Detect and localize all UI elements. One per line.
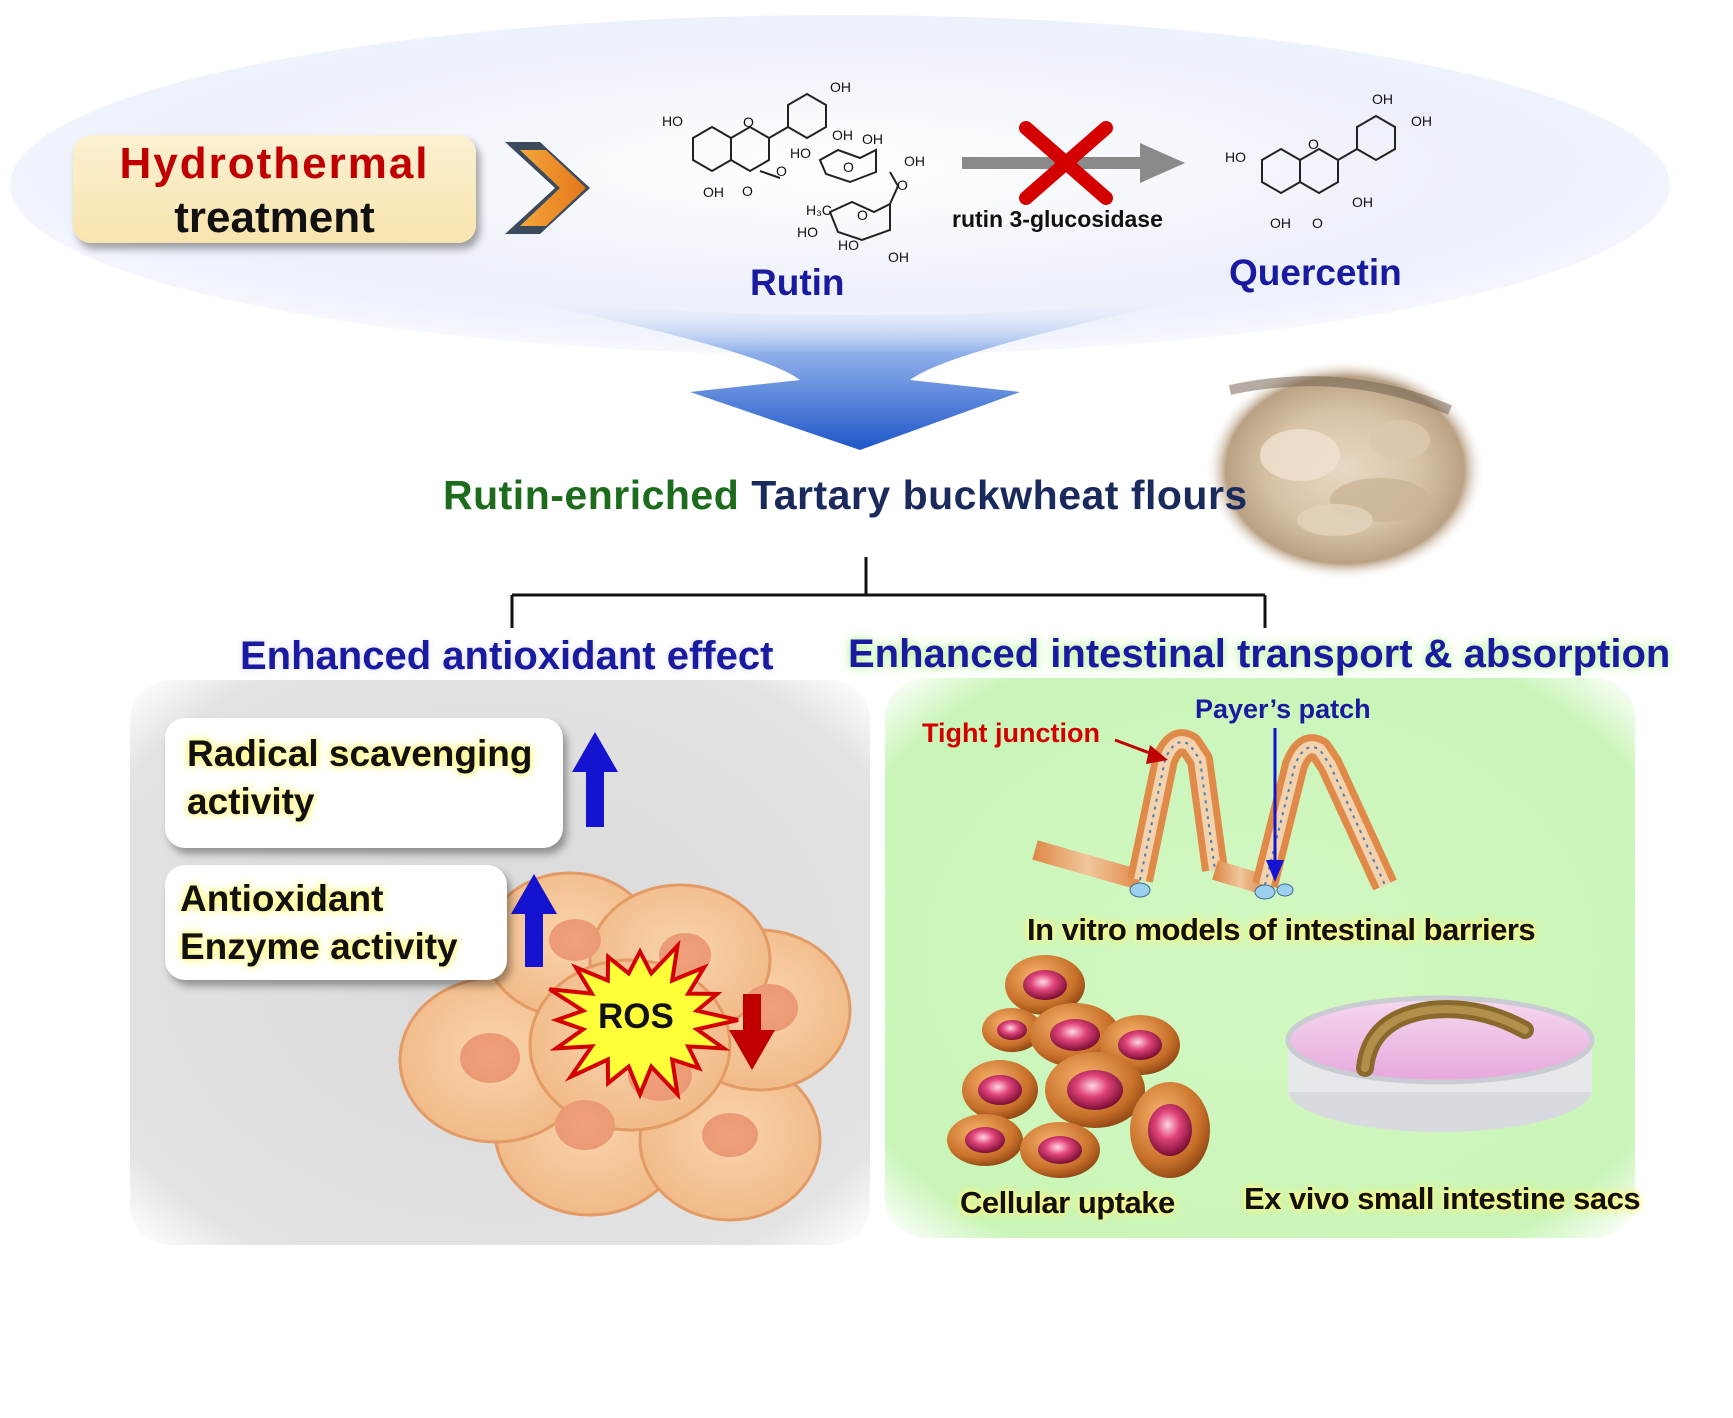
ros-burst-icon: [548, 939, 739, 1101]
rutin-label: Rutin: [750, 262, 845, 303]
up-arrow-icon: [572, 732, 618, 827]
svg-text:OH: OH: [832, 127, 853, 143]
rutin-atoms: HO OH O O OH OH HO OH OH O O O H₃C HO HO…: [662, 79, 925, 265]
svg-text:HO: HO: [838, 237, 859, 253]
svg-text:O: O: [843, 159, 854, 175]
treatment-line1: Hydrothermal: [119, 139, 430, 188]
radical-scavenging-line2: activity: [187, 781, 315, 822]
svg-text:OH: OH: [1270, 215, 1291, 231]
antioxidant-heading: Enhanced antioxidant effect: [240, 634, 774, 678]
svg-text:O: O: [857, 207, 868, 223]
svg-text:HO: HO: [662, 113, 683, 129]
svg-text:HO: HO: [1225, 149, 1246, 165]
ex-vivo-caption: Ex vivo small intestine sacs: [1244, 1181, 1641, 1216]
svg-text:OH: OH: [830, 79, 851, 95]
main-title-part2: Tartary buckwheat flours: [751, 472, 1248, 518]
hydrothermal-treatment-box: Hydrothermal treatment: [73, 135, 476, 243]
svg-text:O: O: [742, 183, 753, 199]
ros-label: ROS: [598, 997, 674, 1036]
antioxidant-enzyme-line1: Antioxidant: [180, 878, 384, 919]
rutin-structure: [692, 92, 899, 242]
background-cloud: [10, 15, 1670, 355]
petri-dish-image: [1285, 995, 1595, 1132]
cellular-uptake-caption: Cellular uptake: [960, 1185, 1175, 1220]
svg-text:OH: OH: [904, 153, 925, 169]
villi-caption: In vitro models of intestinal barriers: [1027, 912, 1536, 947]
svg-text:O: O: [1312, 215, 1323, 231]
blocked-reaction-arrow: [962, 121, 1185, 205]
branch-connector: [510, 557, 1267, 628]
treatment-line2: treatment: [174, 193, 375, 242]
tight-junction-label: Tight junction: [922, 718, 1100, 748]
radical-scavenging-card: Radical scavenging activity: [165, 718, 563, 848]
radical-scavenging-line1: Radical scavenging: [187, 733, 533, 774]
enzyme-label: rutin 3-glucosidase: [952, 206, 1163, 232]
svg-text:O: O: [897, 177, 908, 193]
funnel-arrow: [520, 300, 1190, 450]
antioxidant-enzyme-card: Antioxidant Enzyme activity: [165, 865, 507, 980]
up-arrow-icon: [511, 874, 557, 967]
svg-text:HO: HO: [797, 224, 818, 240]
main-title: Rutin-enriched Tartary buckwheat flours: [443, 472, 1248, 519]
absorption-heading: Enhanced intestinal transport & absorpti…: [848, 632, 1671, 676]
antioxidant-enzyme-line2: Enzyme activity: [180, 926, 458, 967]
svg-text:OH: OH: [1411, 113, 1432, 129]
svg-text:OH: OH: [703, 184, 724, 200]
quercetin-label: Quercetin: [1229, 252, 1402, 293]
payers-patch-label: Payer’s patch: [1195, 694, 1371, 724]
svg-text:OH: OH: [1352, 194, 1373, 210]
down-arrow-icon: [729, 994, 775, 1070]
payers-patch-pointer: [1266, 728, 1284, 882]
cellular-uptake-image: [947, 955, 1210, 1178]
svg-text:OH: OH: [862, 131, 883, 147]
svg-text:O: O: [1308, 136, 1319, 152]
svg-text:OH: OH: [888, 249, 909, 265]
svg-text:OH: OH: [1372, 91, 1393, 107]
quercetin-structure: [1261, 114, 1396, 195]
tight-junction-pointer: [1114, 738, 1168, 764]
svg-text:H₃C: H₃C: [806, 202, 832, 218]
main-title-part1: Rutin-enriched: [443, 472, 740, 518]
svg-text:O: O: [743, 114, 754, 130]
chevron-icon: [505, 142, 590, 234]
quercetin-atoms: HO O OH OH OH OH O: [1225, 91, 1432, 231]
svg-text:O: O: [776, 163, 787, 179]
svg-text:HO: HO: [790, 145, 811, 161]
flour-image: [1205, 360, 1485, 580]
